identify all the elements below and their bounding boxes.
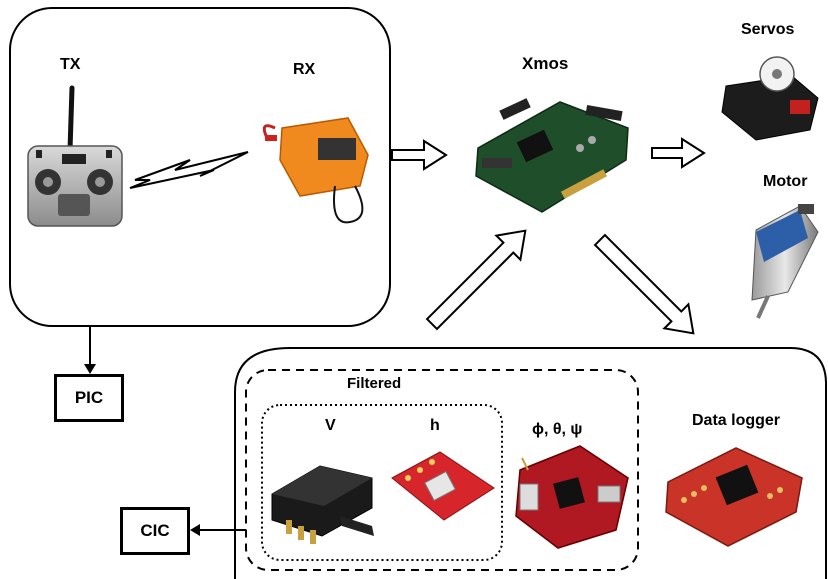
servo-image	[721, 56, 819, 141]
arrow-to-xmos	[391, 139, 448, 171]
imu-board-image	[515, 445, 629, 549]
tx-transmitter-image	[27, 85, 123, 227]
airdata-group-box	[261, 404, 503, 561]
arrow-xmos-to-logger	[593, 233, 695, 335]
radio-link-box	[9, 7, 391, 327]
filtered-label: Filtered	[347, 375, 402, 392]
filtered-group-box	[245, 369, 639, 571]
motor-label: Motor	[763, 173, 808, 190]
airspeed-sensor-image	[271, 465, 374, 544]
v-label: V	[325, 417, 336, 434]
xmos-label: Xmos	[522, 54, 569, 73]
servos-label: Servos	[741, 21, 795, 38]
sensor-logger-box	[234, 347, 827, 579]
data-logger-label: Data logger	[692, 412, 781, 429]
arrow-to-servos	[651, 137, 706, 169]
pic-box: PIC	[54, 374, 124, 422]
altitude-sensor-image	[391, 451, 495, 521]
data-logger-image	[665, 447, 803, 547]
attitude-angles-label: ϕ, θ, ψ	[532, 421, 583, 438]
xmos-board-image	[475, 98, 629, 213]
h-label: h	[430, 417, 440, 434]
motor-image	[751, 204, 819, 319]
rx-label: RX	[293, 61, 316, 78]
cic-box: CIC	[120, 507, 190, 555]
arrow-sensors-to-xmos	[425, 229, 527, 331]
rx-receiver-image	[262, 117, 369, 224]
arrow-to-cic-head	[190, 524, 200, 536]
wireless-link-icon	[129, 151, 249, 189]
arrow-to-pic-head	[84, 364, 96, 374]
tx-label: TX	[60, 56, 81, 73]
